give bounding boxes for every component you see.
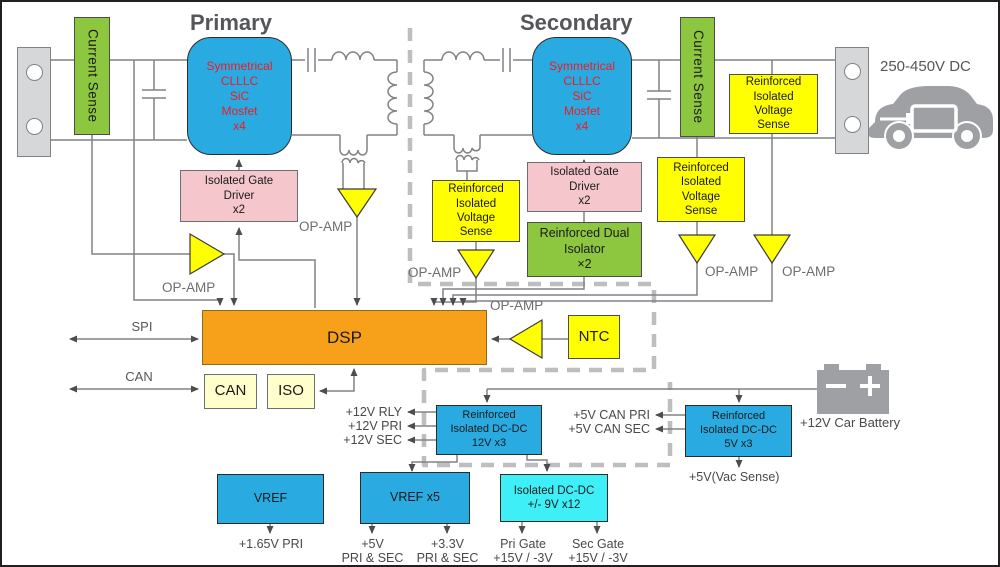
- v12-pri-label: +12V PRI: [348, 419, 402, 433]
- op-amp-label: OP-AMP: [782, 264, 836, 279]
- vac-sense-label: +5V(Vac Sense): [689, 470, 780, 484]
- pri-gate-label: Pri Gate +15V / -3V: [493, 537, 553, 566]
- v12-sec-label: +12V SEC: [343, 433, 402, 447]
- v12-rly-label: +12V RLY: [345, 405, 402, 419]
- voltage-sense-block-top-right: Reinforced Isolated Voltage Sense: [729, 74, 818, 134]
- wires: [49, 48, 835, 534]
- op-amp-icon: [336, 188, 378, 219]
- terminal-hole: [844, 63, 861, 80]
- ntc-block: NTC: [568, 315, 620, 359]
- v5-out-label: +5V PRI & SEC: [341, 537, 404, 566]
- v5-can-pri-label: +5V CAN PRI: [573, 408, 650, 422]
- op-amp-label: OP-AMP: [705, 264, 759, 279]
- dcdc-5v-block: Reinforced Isolated DC-DC 5V x3: [685, 405, 792, 457]
- dc-range-label: 250-450V DC: [880, 58, 971, 75]
- primary-mosfet-block: Symmetrical CLLLC SiC Mosfet x4: [187, 37, 292, 155]
- op-amp-label: OP-AMP: [299, 219, 353, 234]
- primary-gate-driver-block: Isolated Gate Driver x2: [180, 170, 298, 222]
- op-amp-icon: [508, 318, 543, 360]
- input-terminal-block: [17, 47, 51, 157]
- op-amp-label: OP-AMP: [490, 298, 544, 313]
- car-battery-label: +12V Car Battery: [800, 415, 901, 430]
- secondary-section-title: Secondary: [520, 10, 633, 35]
- car-battery-icon: [817, 364, 889, 414]
- ev-car-icon: [867, 86, 993, 151]
- dcdc-9v-block: Isolated DC-DC +/- 9V x12: [500, 474, 608, 522]
- dsp-block: DSP: [202, 310, 487, 365]
- secondary-current-sense-block: Current Sense: [680, 17, 715, 137]
- secondary-mosfet-block: Symmetrical CLLLC SiC Mosfet x4: [532, 37, 632, 155]
- op-amp-icon: [189, 232, 226, 276]
- output-terminal-block: [835, 47, 869, 154]
- terminal-hole: [26, 118, 43, 135]
- primary-section-title: Primary: [190, 10, 272, 35]
- vref-block: VREF: [217, 474, 324, 524]
- iso-block: ISO: [267, 374, 315, 409]
- secondary-gate-driver-block: Isolated Gate Driver x2: [527, 162, 642, 212]
- dcdc-12v-block: Reinforced Isolated DC-DC 12V x3: [436, 405, 542, 455]
- terminal-hole: [26, 64, 43, 81]
- v33-out-label: +3.3V PRI & SEC: [416, 537, 479, 566]
- sec-gate-label: Sec Gate +15V / -3V: [568, 537, 628, 566]
- op-amp-label: OP-AMP: [162, 280, 216, 295]
- can-transceiver-block: CAN: [204, 374, 257, 409]
- voltage-sense-block-mid-right: Reinforced Isolated Voltage Sense: [657, 157, 745, 222]
- vref-out-label: +1.65V PRI: [238, 537, 304, 551]
- isolation-boundary-dashed-line: [407, 28, 673, 468]
- op-amp-label: OP-AMP: [408, 265, 462, 280]
- op-amp-icon: [456, 249, 496, 280]
- op-amp-icon: [677, 234, 717, 265]
- vref-x5-block: VREF x5: [360, 472, 470, 524]
- dual-isolator-block: Reinforced Dual Isolator ×2: [527, 222, 642, 277]
- op-amp-icon: [752, 234, 792, 265]
- v5-can-sec-label: +5V CAN SEC: [568, 422, 650, 436]
- voltage-sense-block-secondary-left: Reinforced Isolated Voltage Sense: [432, 180, 520, 242]
- spi-label: SPI: [131, 319, 153, 334]
- terminal-hole: [844, 116, 861, 133]
- can-bus-label: CAN: [125, 369, 153, 384]
- primary-current-sense-block: Current Sense: [74, 17, 110, 135]
